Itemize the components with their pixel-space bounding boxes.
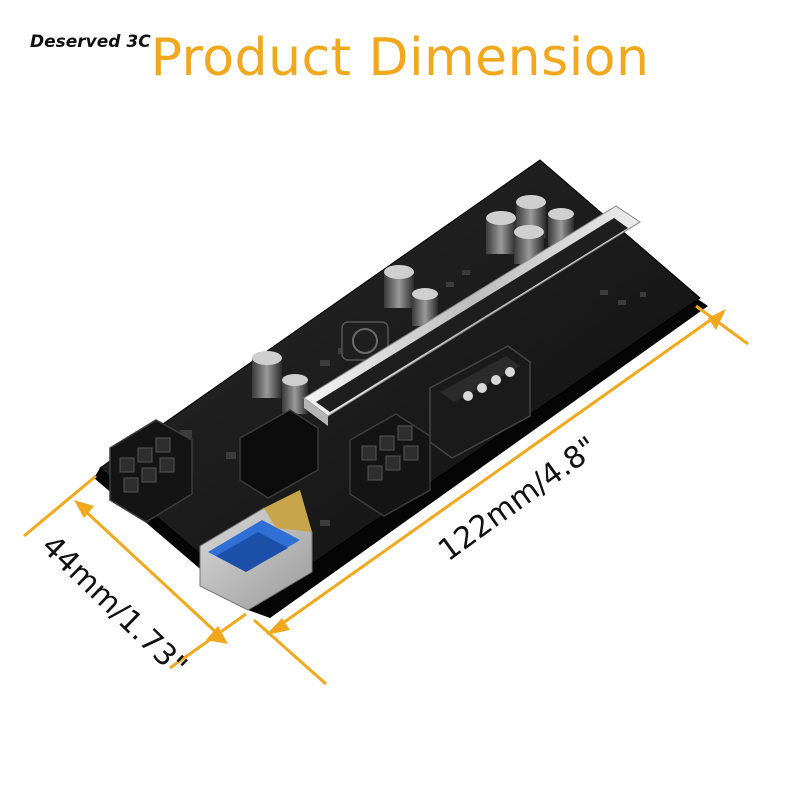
page-title: Product Dimension [150, 28, 650, 88]
pcie-x16-slot [303, 205, 641, 426]
dimension-width [23, 474, 247, 670]
brand-watermark: Deserved 3C [30, 32, 151, 52]
sata-connector [239, 409, 319, 499]
six-pin-connector-center [349, 413, 431, 517]
capacitors [252, 195, 574, 414]
usb3-port [199, 490, 313, 611]
six-pin-connector-left [109, 419, 193, 523]
dimension-length [253, 304, 749, 686]
width-label: 44mm/1.73" [34, 529, 193, 684]
